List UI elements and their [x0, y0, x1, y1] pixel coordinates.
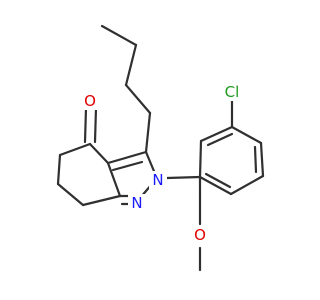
- bond-ar-5: [229, 174, 265, 196]
- atom-o-carbonyl-label: O: [84, 92, 96, 110]
- bond-co-1: [83, 106, 88, 144]
- bond-c6-c7: [56, 182, 85, 207]
- atom-o-methoxy-label: O: [194, 226, 206, 244]
- molecule-diagram: O N N Cl O: [56, 24, 265, 272]
- bond-carbonyl-c5: [58, 142, 92, 157]
- bond-ar-inner-1: [206, 132, 234, 147]
- atom-cl: Cl: [219, 83, 245, 101]
- atom-n1-label: N: [131, 194, 142, 212]
- atom-n2: N: [149, 171, 167, 189]
- bond-butyl-4: [144, 111, 152, 154]
- atom-o-methoxy: O: [192, 226, 208, 244]
- atom-n1-bg: [128, 194, 146, 212]
- atom-n2-bg: [149, 171, 167, 189]
- atom-cl-bg: [219, 83, 245, 101]
- bond-ar-inner-2: [253, 145, 258, 174]
- bond-butyl-1: [100, 24, 138, 47]
- atom-n2-label: N: [152, 171, 163, 189]
- bond-n2-aryl: [165, 175, 202, 180]
- atom-o-methoxy-bg: [192, 226, 208, 244]
- atom-n1: N: [128, 194, 146, 212]
- cyclohexanone-ring: [56, 142, 122, 207]
- bond-c7-c7a: [81, 194, 122, 207]
- bond-butyl-2: [124, 43, 138, 87]
- bond-ar-4: [259, 141, 265, 178]
- carbonyl-double-bond: [83, 106, 98, 144]
- bond-ar-2: [199, 125, 234, 143]
- atom-o-carbonyl: O: [82, 92, 98, 110]
- atom-cl-label: Cl: [225, 83, 240, 101]
- bond-c3a-c3: [106, 150, 148, 165]
- bond-ar-1: [198, 139, 203, 179]
- bond-ar-6: [198, 175, 233, 196]
- chloromethoxyphenyl-ring: [198, 125, 265, 196]
- bond-ar-3: [230, 125, 263, 145]
- bond-butyl-3: [124, 83, 152, 115]
- atom-o-carbonyl-bg: [82, 92, 98, 110]
- butyl-chain: [100, 24, 152, 154]
- bond-c7a-c3a: [106, 161, 122, 198]
- bond-ar-inner-3: [204, 172, 232, 189]
- bond-c5-c6: [56, 153, 62, 186]
- bond-co-2: [93, 106, 98, 144]
- bond-c3a-c3-inner: [111, 160, 144, 172]
- bond-carbonyl-c3a: [88, 142, 110, 165]
